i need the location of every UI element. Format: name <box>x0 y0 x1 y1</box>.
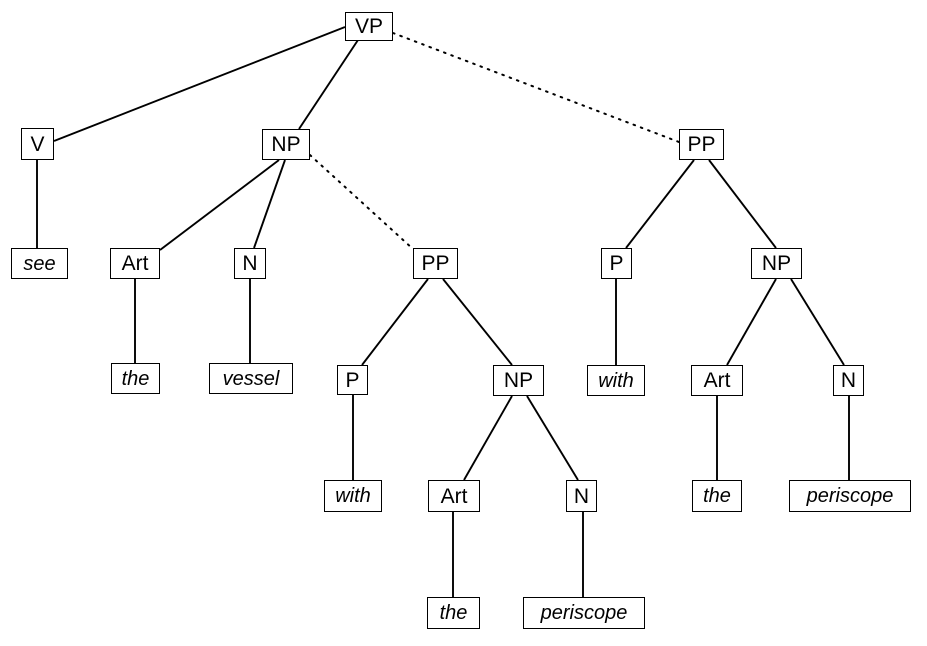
leaf-with-vp-attached[interactable]: with <box>587 365 645 396</box>
node-vp-root[interactable]: VP <box>345 12 393 41</box>
node-n-vp-attached[interactable]: N <box>833 365 864 396</box>
node-pp-vp-attached[interactable]: PP <box>679 129 724 160</box>
edge-ppmid-to-np <box>442 278 513 366</box>
node-art-object[interactable]: Art <box>110 248 160 279</box>
edge-npright-to-art <box>726 278 777 366</box>
edge-npright-to-n <box>790 278 845 366</box>
edge-npmid-to-n <box>526 395 579 481</box>
leaf-see[interactable]: see <box>11 248 68 279</box>
node-pp-np-attached[interactable]: PP <box>413 248 458 279</box>
node-art-vp-attached[interactable]: Art <box>691 365 743 396</box>
leaf-the-vp-attached[interactable]: the <box>692 480 742 512</box>
edge-vp-to-v <box>53 26 346 142</box>
node-p-np-attached[interactable]: P <box>337 365 368 395</box>
edge-ppright-to-np <box>708 159 777 249</box>
edge-vp-to-np <box>298 39 359 130</box>
leaf-with-np-attached[interactable]: with <box>324 480 382 512</box>
node-n-np-attached[interactable]: N <box>566 480 597 512</box>
node-np-vp-attached[interactable]: NP <box>751 248 802 279</box>
edge-ppright-to-p <box>625 159 695 249</box>
node-art-np-attached[interactable]: Art <box>428 480 480 512</box>
leaf-periscope-vp-attached[interactable]: periscope <box>789 480 911 512</box>
node-np-np-attached[interactable]: NP <box>493 365 544 396</box>
node-p-vp-attached[interactable]: P <box>601 248 632 279</box>
leaf-the-np-attached[interactable]: the <box>427 597 480 629</box>
edge-vp-to-pp-dotted <box>392 32 680 143</box>
edge-ppmid-to-p <box>361 278 429 366</box>
leaf-the-object[interactable]: the <box>111 363 160 394</box>
node-v[interactable]: V <box>21 128 54 160</box>
node-np-object[interactable]: NP <box>262 129 310 160</box>
leaf-vessel[interactable]: vessel <box>209 363 293 394</box>
leaf-periscope-np-attached[interactable]: periscope <box>523 597 645 629</box>
edge-np1-to-pp-dotted <box>309 154 414 250</box>
edge-np1-to-n <box>253 159 286 249</box>
edge-np1-to-art <box>159 159 280 251</box>
node-n-object[interactable]: N <box>234 248 266 279</box>
edge-npmid-to-art <box>463 395 513 481</box>
